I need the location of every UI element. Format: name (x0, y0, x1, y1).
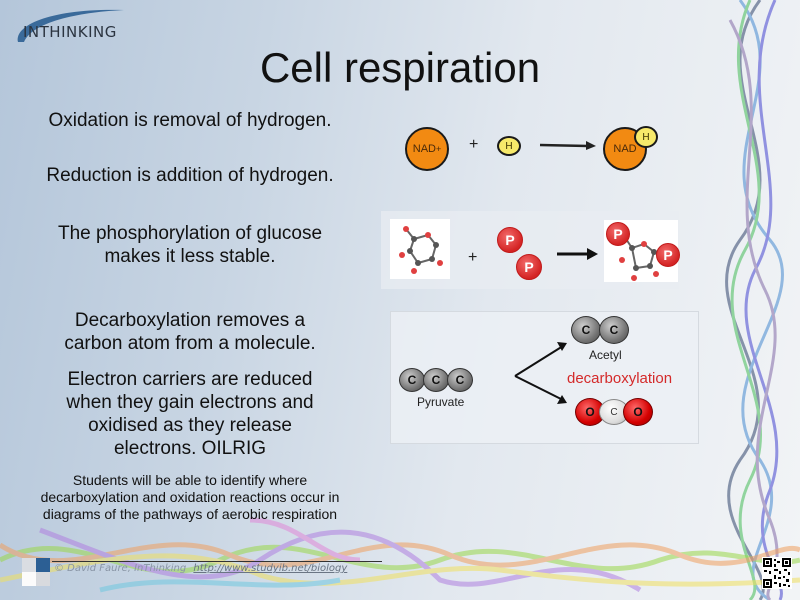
phosphate-group: P (656, 243, 680, 267)
learning-objective: Students will be able to identify where … (20, 472, 360, 523)
footer-square (36, 558, 50, 572)
reaction-arrow-icon (557, 248, 598, 260)
carbon-atom: C (571, 316, 601, 344)
phosphate-group: P (516, 254, 542, 280)
phosphorylation-statement: The phosphorylation of glucose makes it … (20, 222, 360, 268)
text-line: Students will be able to identify where (72, 472, 308, 488)
ribbon-bottom-3 (39, 527, 642, 593)
ribbon-right-5 (728, 19, 779, 600)
bound-hydrogen-atom: H (634, 126, 658, 148)
acetyl-label: Acetyl (589, 348, 622, 362)
branching-arrows-icon (514, 342, 567, 404)
footer-square (22, 558, 36, 572)
text-line: electrons. OILRIG (113, 438, 267, 459)
text-line: makes it less stable. (104, 246, 276, 267)
phosphorylated-glucose-image: P P (604, 220, 680, 282)
ribbon-bottom-5 (249, 517, 361, 563)
footer-divider (52, 561, 382, 562)
carbon-atom: C (399, 368, 425, 392)
logo-text: INTHINKING (23, 23, 117, 41)
logo-swoosh (17, 9, 124, 42)
text-line: decarboxylation and oxidation reactions … (40, 489, 340, 505)
plus-sign: + (469, 136, 479, 153)
carbon-atom: C (447, 368, 473, 392)
text-line: diagrams of the pathways of aerobic resp… (42, 506, 338, 522)
carbon-atom: C (423, 368, 449, 392)
nadh-molecule: NAD (603, 127, 647, 171)
decarboxylation-statement: Decarboxylation removes a carbon atom fr… (20, 309, 360, 355)
carbon-atom: C (599, 316, 629, 344)
text-line: oxidised as they release (88, 415, 292, 436)
electron-carriers-statement: Electron carriers are reduced when they … (20, 368, 360, 460)
nad-plus-molecule: NAD+ (405, 127, 449, 171)
website-link[interactable]: http://www.studyib.net/biology (193, 563, 348, 574)
reaction-arrow-icon (539, 141, 596, 150)
decarboxylation-label: decarboxylation (567, 370, 673, 387)
phosphorylation-diagram: + P P P P (381, 211, 680, 289)
glucose-structure-icon (399, 226, 443, 274)
pyruvate-label: Pyruvate (417, 395, 465, 409)
nad-label: NAD (613, 143, 637, 155)
oxidation-statement: Oxidation is removal of hydrogen. (48, 110, 332, 131)
charge-label: + (435, 144, 442, 154)
copyright-text: © David Faure, InThinking (54, 563, 187, 574)
footer-square (36, 572, 50, 586)
page-title: Cell respiration (259, 44, 541, 91)
decarboxylation-diagram: C C C Pyruvate C C Acetyl decarboxylatio… (390, 311, 699, 444)
text-line: carbon atom from a molecule. (64, 333, 316, 354)
footer-credit: © David Faure, InThinking http://www.stu… (54, 563, 347, 574)
plus-sign: + (468, 249, 478, 266)
oxygen-atom: O (623, 398, 653, 426)
ribbon-bottom-6 (99, 577, 341, 593)
phosphate-group: P (497, 227, 523, 253)
text-line: when they gain electrons and (66, 392, 314, 413)
text-line: The phosphorylation of glucose (57, 223, 323, 244)
reduction-statement: Reduction is addition of hydrogen. (46, 165, 334, 186)
glucose-molecule-image (390, 219, 450, 279)
nad-label: NAD (412, 143, 436, 155)
qr-code-icon[interactable] (762, 557, 792, 589)
hydrogen-atom: H (497, 136, 521, 156)
text-line: Decarboxylation removes a (74, 310, 306, 331)
text-line: Electron carriers are reduced (67, 369, 313, 390)
footer-square (22, 572, 36, 586)
phosphate-group: P (606, 222, 630, 246)
